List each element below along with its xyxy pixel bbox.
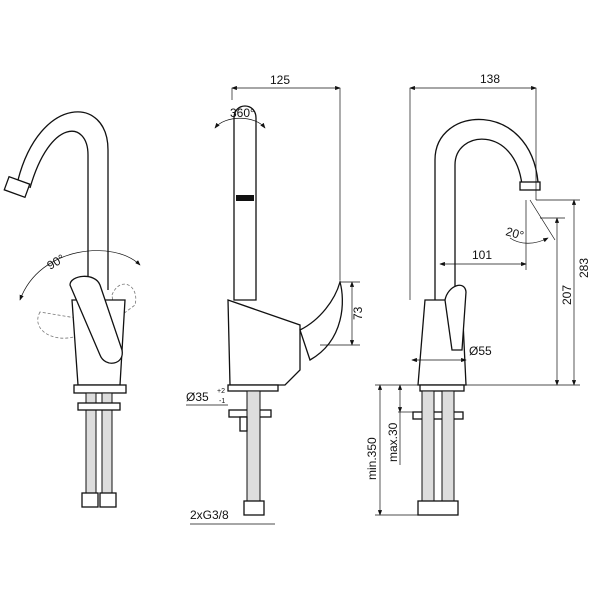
side-base-diameter-label: Ø35: [186, 390, 209, 404]
side-fitting: [243, 500, 265, 516]
profile-spout-height-label: 207: [560, 285, 574, 305]
side-view: 125 360° 73 Ø35 +2 -1 2xG3/8: [186, 73, 365, 525]
side-threaded-rod: [239, 416, 248, 432]
profile-hose-left: [421, 390, 435, 502]
profile-total-height-label: 283: [577, 258, 591, 278]
side-swivel-label: 360°: [230, 106, 255, 120]
front-base-plate: [73, 384, 127, 394]
profile-hose-right: [441, 390, 455, 502]
front-fitting-left: [81, 492, 99, 508]
front-lever-ghost-left: [37, 311, 89, 339]
profile-fittings: [417, 500, 459, 516]
side-tolerance-lower: -1: [219, 398, 225, 405]
profile-mount-plate: [412, 411, 464, 420]
side-connection-label: 2xG3/8: [190, 508, 229, 522]
side-body: [227, 299, 301, 386]
front-rotation-label: 90°: [45, 251, 68, 272]
front-fitting-right: [99, 492, 117, 508]
side-tolerance-upper: +2: [217, 388, 225, 395]
side-aerator-mark: [236, 195, 254, 201]
profile-spout: [434, 118, 539, 300]
side-hose: [246, 390, 261, 502]
side-lever-height-label: 73: [351, 306, 365, 320]
profile-base: [419, 384, 465, 392]
side-spout-pipe: [233, 105, 257, 301]
profile-depth-label: 138: [480, 72, 500, 86]
profile-min-hose-label: min.350: [365, 437, 379, 480]
front-rotation-arc: [19, 250, 141, 301]
profile-body-diameter-label: Ø55: [469, 344, 492, 358]
side-lever: [299, 279, 343, 361]
side-reach-label: 125: [270, 73, 290, 87]
side-base: [227, 384, 279, 392]
profile-aerator: [519, 181, 541, 191]
front-aerator: [3, 175, 31, 199]
profile-angle-label: 20°: [504, 224, 525, 242]
profile-angle-arc: [509, 199, 556, 244]
profile-view: 138 20° 101 283 207 Ø55 min.350 max.30: [365, 72, 591, 516]
front-spout: [17, 111, 109, 290]
front-view: 90°: [3, 111, 141, 508]
profile-max-deck-label: max.30: [386, 422, 400, 462]
front-mount-nut: [77, 402, 121, 411]
side-swivel-arc: [214, 117, 266, 129]
profile-lever: [444, 284, 467, 351]
profile-spout-reach-label: 101: [472, 248, 492, 262]
